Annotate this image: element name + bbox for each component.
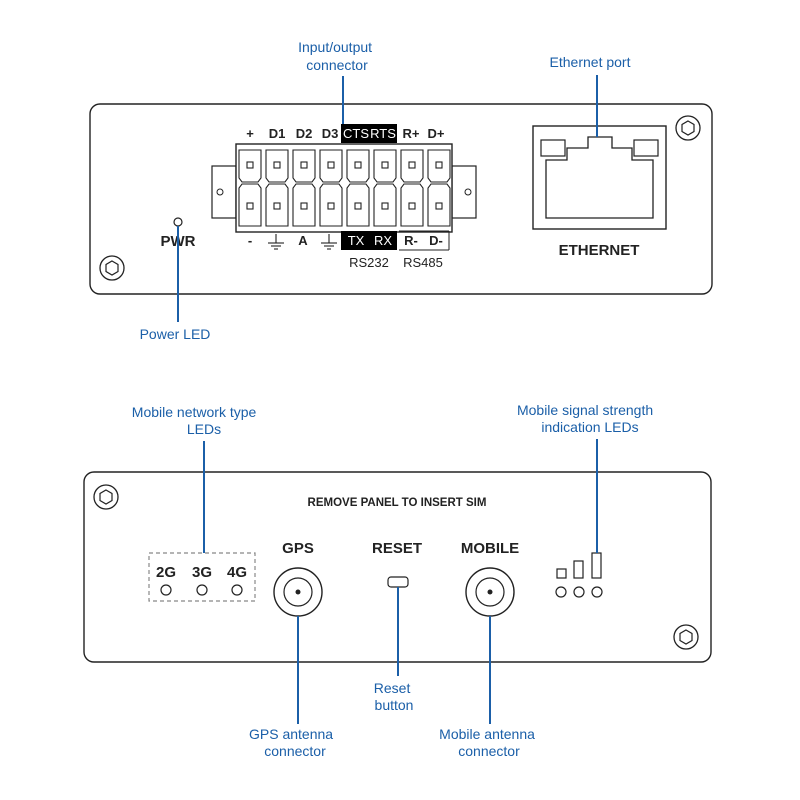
terminal-pin	[265, 149, 289, 227]
led-4g	[231, 584, 243, 596]
power-led	[173, 217, 183, 227]
screw-icon	[93, 484, 119, 510]
rs232-label: RS232	[349, 255, 389, 270]
gps-label: GPS	[282, 540, 314, 557]
mobile-antenna-connector	[465, 567, 515, 617]
pin-label-d-minus: D-	[429, 233, 443, 248]
screw-icon	[675, 115, 701, 141]
screw-icon	[673, 624, 699, 650]
ethernet-port	[532, 125, 667, 230]
io-terminal-block	[211, 143, 477, 233]
mobile-antenna-callout: Mobile antenna connector	[439, 726, 539, 759]
rs485-label: RS485	[403, 255, 443, 270]
remove-panel-text: REMOVE PANEL TO INSERT SIM	[308, 497, 487, 509]
pin-label-d2: D2	[296, 126, 313, 141]
io-connector-callout: Input/output connector	[298, 39, 376, 73]
gps-antenna-callout: GPS antenna connector	[249, 726, 337, 759]
signal-led-2	[573, 586, 585, 598]
terminal-pin	[373, 149, 397, 227]
terminal-pin	[427, 149, 451, 227]
pin-label-tx: TX	[348, 233, 365, 248]
power-led-callout: Power LED	[140, 326, 211, 342]
network-type-2g: 2G	[156, 564, 176, 581]
reset-button[interactable]	[387, 576, 409, 588]
network-type-led-group	[148, 552, 256, 602]
reset-label: RESET	[372, 540, 422, 557]
signal-led-1	[555, 586, 567, 598]
screw-icon	[99, 255, 125, 281]
signal-strength-leds-callout: Mobile signal strength indication LEDs	[517, 402, 657, 435]
pin-label-cts: CTS	[343, 126, 369, 141]
ground-icon	[321, 234, 337, 250]
terminal-pin	[319, 149, 343, 227]
mobile-label: MOBILE	[461, 540, 519, 557]
pin-label-a: A	[298, 233, 308, 248]
reset-button-callout: Reset button	[374, 680, 414, 713]
tx-rx-highlight	[341, 231, 397, 250]
terminal-pin	[400, 149, 424, 227]
led-2g	[160, 584, 172, 596]
pin-label-rx: RX	[374, 233, 392, 248]
pin-label-d-plus: D+	[428, 126, 445, 141]
signal-led-3	[591, 586, 603, 598]
gps-antenna-connector	[273, 567, 323, 617]
network-type-leds-callout: Mobile network type LEDs	[132, 404, 260, 437]
ethernet-port-callout: Ethernet port	[550, 54, 631, 70]
terminal-pin	[238, 149, 262, 227]
pin-label-plus: +	[246, 126, 254, 141]
ethernet-label: ETHERNET	[559, 242, 640, 259]
ground-icon	[268, 234, 284, 250]
pin-label-r-plus: R+	[403, 126, 420, 141]
pin-label-r-minus: R-	[404, 233, 418, 248]
terminal-pin	[292, 149, 316, 227]
pin-label-rts: RTS	[370, 126, 396, 141]
pin-label-d3: D3	[322, 126, 339, 141]
pin-label-minus: -	[248, 233, 252, 248]
led-3g	[196, 584, 208, 596]
cts-rts-highlight	[341, 124, 397, 143]
network-type-4g: 4G	[227, 564, 247, 581]
pin-label-d1: D1	[269, 126, 286, 141]
network-type-3g: 3G	[192, 564, 212, 581]
terminal-pin	[346, 149, 370, 227]
